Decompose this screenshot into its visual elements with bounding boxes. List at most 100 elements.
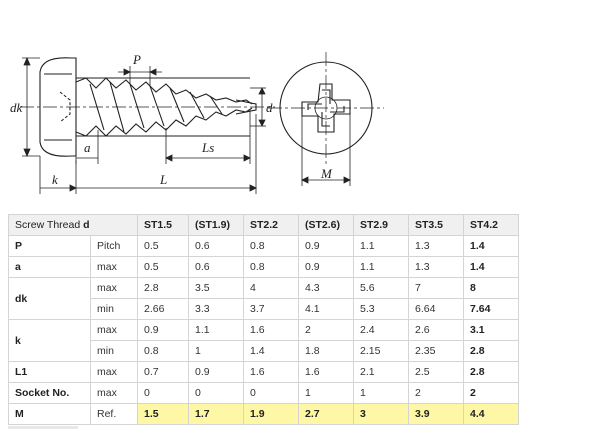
- header-col: (ST1.9): [188, 214, 244, 236]
- cell: 3.9: [408, 403, 464, 425]
- row-qual: Ref.: [90, 403, 138, 425]
- cell: 3.7: [243, 298, 299, 320]
- header-col: ST4.2: [463, 214, 519, 236]
- cell: 2: [463, 382, 519, 404]
- cell: 3.1: [463, 319, 519, 341]
- table-row: Socket No. max 0 0 0 1 1 2 2: [8, 382, 519, 404]
- row-qual: Pitch: [90, 235, 138, 257]
- cell: 1: [353, 382, 409, 404]
- row-param: P: [8, 235, 91, 257]
- row-param: a: [8, 256, 91, 278]
- cell: 0.8: [243, 256, 299, 278]
- row-qual: max: [90, 277, 138, 299]
- cell: 1.1: [353, 256, 409, 278]
- cell: 8: [463, 277, 519, 299]
- cell: 3.3: [188, 298, 244, 320]
- cell: 2.35: [408, 340, 464, 362]
- cell: 2.66: [137, 298, 189, 320]
- row-param: dk: [8, 277, 91, 320]
- label-ls: Ls: [201, 140, 214, 155]
- row-param: k: [8, 319, 91, 362]
- cell: 2.8: [463, 361, 519, 383]
- table-row: a max 0.5 0.6 0.8 0.9 1.1 1.3 1.4: [8, 256, 519, 278]
- cell: 1.4: [243, 340, 299, 362]
- table-row: L1 max 0.7 0.9 1.6 1.6 2.1 2.5 2.8: [8, 361, 519, 383]
- cell: 0: [137, 382, 189, 404]
- cell: 1.4: [463, 235, 519, 257]
- cell: 2.4: [353, 319, 409, 341]
- row-param: M: [8, 403, 91, 425]
- label-l: L: [159, 172, 167, 187]
- header-col: ST3.5: [408, 214, 464, 236]
- cell: 0.6: [188, 235, 244, 257]
- cell: 2.6: [408, 319, 464, 341]
- cell: 1.1: [353, 235, 409, 257]
- cell: 1.1: [188, 319, 244, 341]
- cell: 0.5: [137, 235, 189, 257]
- header-col: ST1.5: [137, 214, 189, 236]
- cell: 2.8: [463, 340, 519, 362]
- cell: 0.7: [137, 361, 189, 383]
- cell: 0: [188, 382, 244, 404]
- cell: 7: [408, 277, 464, 299]
- cell: 0.9: [188, 361, 244, 383]
- screw-end-view: [268, 52, 384, 166]
- cell: 0.8: [137, 340, 189, 362]
- header-col: ST2.9: [353, 214, 409, 236]
- cell: 4.4: [463, 403, 519, 425]
- table-row: min 2.66 3.3 3.7 4.1 5.3 6.64 7.64: [9, 298, 519, 320]
- row-param: L1: [8, 361, 91, 383]
- cell: 1.7: [188, 403, 244, 425]
- cell: 1.8: [298, 340, 354, 362]
- cell: 0.9: [137, 319, 189, 341]
- cell: 1.3: [408, 235, 464, 257]
- scrollbar-remnant: [8, 426, 78, 429]
- cell: 2.8: [137, 277, 189, 299]
- cell: 2.1: [353, 361, 409, 383]
- cell: 1.5: [137, 403, 189, 425]
- header-label: Screw Thread: [15, 219, 84, 231]
- cell: 0.9: [298, 256, 354, 278]
- cell: 5.6: [353, 277, 409, 299]
- cell: 0.9: [298, 235, 354, 257]
- cell: 0.6: [188, 256, 244, 278]
- table-row-highlighted: M Ref. 1.5 1.7 1.9 2.7 3 3.9 4.4: [8, 403, 519, 425]
- cell: 1.6: [243, 361, 299, 383]
- cell: 1.3: [408, 256, 464, 278]
- cell: 7.64: [463, 298, 519, 320]
- cell: 3.5: [188, 277, 244, 299]
- cell: 4.1: [298, 298, 354, 320]
- cell: 1.4: [463, 256, 519, 278]
- cell: 2: [408, 382, 464, 404]
- screw-technical-drawing: P dk d a Ls k L M: [10, 52, 384, 194]
- row-qual: max: [90, 256, 138, 278]
- label-a: a: [84, 140, 91, 155]
- row-param: Socket No.: [8, 382, 91, 404]
- label-dk: dk: [10, 100, 23, 115]
- table-row: P Pitch 0.5 0.6 0.8 0.9 1.1 1.3 1.4: [8, 235, 519, 257]
- row-qual: max: [90, 361, 138, 383]
- row-qual: min: [90, 298, 138, 320]
- cell: 4.3: [298, 277, 354, 299]
- cell: 5.3: [353, 298, 409, 320]
- cell: 0: [243, 382, 299, 404]
- cell: 1: [298, 382, 354, 404]
- label-m: M: [320, 166, 333, 181]
- cell: 1.6: [243, 319, 299, 341]
- cell: 1.9: [243, 403, 299, 425]
- row-qual: min: [90, 340, 138, 362]
- screw-spec-table: Screw Thread d ST1.5 (ST1.9) ST2.2 (ST2.…: [8, 214, 519, 425]
- row-qual: max: [90, 382, 138, 404]
- cell: 2: [298, 319, 354, 341]
- table-header-row: Screw Thread d ST1.5 (ST1.9) ST2.2 (ST2.…: [8, 214, 519, 236]
- table-row: dk max 2.8 3.5 4 4.3 5.6 7 8: [8, 277, 519, 320]
- label-d: d: [266, 100, 273, 115]
- cell: 6.64: [408, 298, 464, 320]
- cell: 2.15: [353, 340, 409, 362]
- cell: 3: [353, 403, 409, 425]
- cell: 0.5: [137, 256, 189, 278]
- header-screw-thread: Screw Thread d: [8, 214, 138, 236]
- cell: 1: [188, 340, 244, 362]
- label-p: P: [132, 52, 141, 67]
- header-label-d: d: [83, 219, 90, 231]
